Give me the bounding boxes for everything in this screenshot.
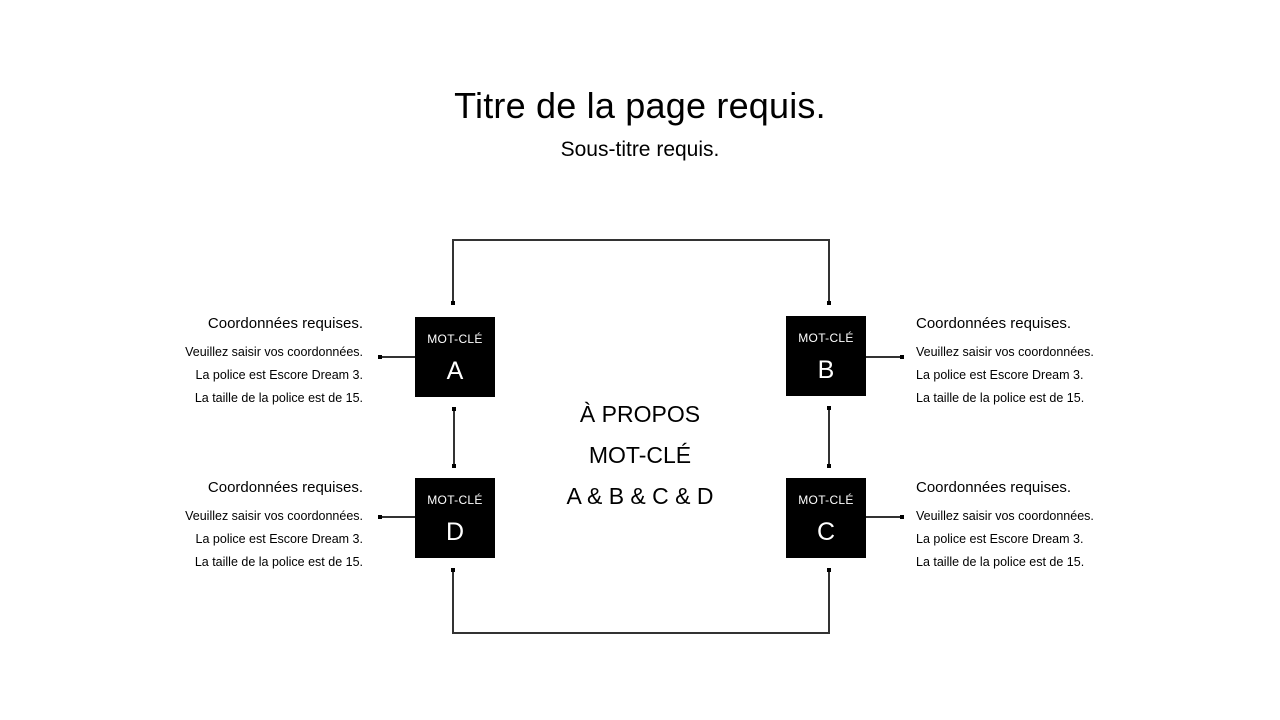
info-block-c: Coordonnées requises. Veuillez saisir vo… [916,479,1146,574]
info-heading: Coordonnées requises. [207,479,363,496]
info-line: Veuillez saisir vos coordonnées. [916,509,1094,523]
box-letter: A [446,357,464,385]
info-line: Veuillez saisir vos coordonnées. [185,345,363,359]
box-letter: B [817,356,835,384]
box-keyword-label: MOT-CLÉ [427,493,483,507]
box-keyword-label: MOT-CLÉ [798,331,854,345]
box-letter: C [816,518,836,546]
info-heading: Coordonnées requises. [916,479,1072,496]
info-line: La taille de la police est de 15. [194,391,363,405]
keyword-box-d: MOT-CLÉ D [415,478,495,558]
info-line: La police est Escore Dream 3. [916,368,1084,382]
info-line: La police est Escore Dream 3. [195,368,363,382]
page-subtitle: Sous-titre requis. [560,138,720,161]
page-title: Titre de la page requis. [454,85,826,126]
info-block-b: Coordonnées requises. Veuillez saisir vo… [916,315,1146,410]
info-line: La police est Escore Dream 3. [916,532,1084,546]
info-line: La police est Escore Dream 3. [195,532,363,546]
info-line: Veuillez saisir vos coordonnées. [916,345,1094,359]
box-keyword-label: MOT-CLÉ [427,332,483,346]
info-line: La taille de la police est de 15. [916,391,1085,405]
keyword-box-b: MOT-CLÉ B [786,316,866,396]
info-line: Veuillez saisir vos coordonnées. [185,509,363,523]
info-heading: Coordonnées requises. [916,315,1072,332]
center-line-1: À PROPOS [579,401,701,427]
box-keyword-label: MOT-CLÉ [798,493,854,507]
center-line-3: A & B & C & D [566,483,714,509]
keyword-box-c: MOT-CLÉ C [786,478,866,558]
info-block-a: Coordonnées requises. Veuillez saisir vo… [133,315,363,410]
info-line: La taille de la police est de 15. [916,555,1085,569]
center-line-2: MOT-CLÉ [588,442,692,468]
box-letter: D [445,518,465,546]
keyword-box-a: MOT-CLÉ A [415,317,495,397]
info-block-d: Coordonnées requises. Veuillez saisir vo… [133,479,363,574]
center-label: À PROPOS MOT-CLÉ A & B & C & D [540,394,740,517]
info-heading: Coordonnées requises. [207,315,363,332]
info-line: La taille de la police est de 15. [194,555,363,569]
